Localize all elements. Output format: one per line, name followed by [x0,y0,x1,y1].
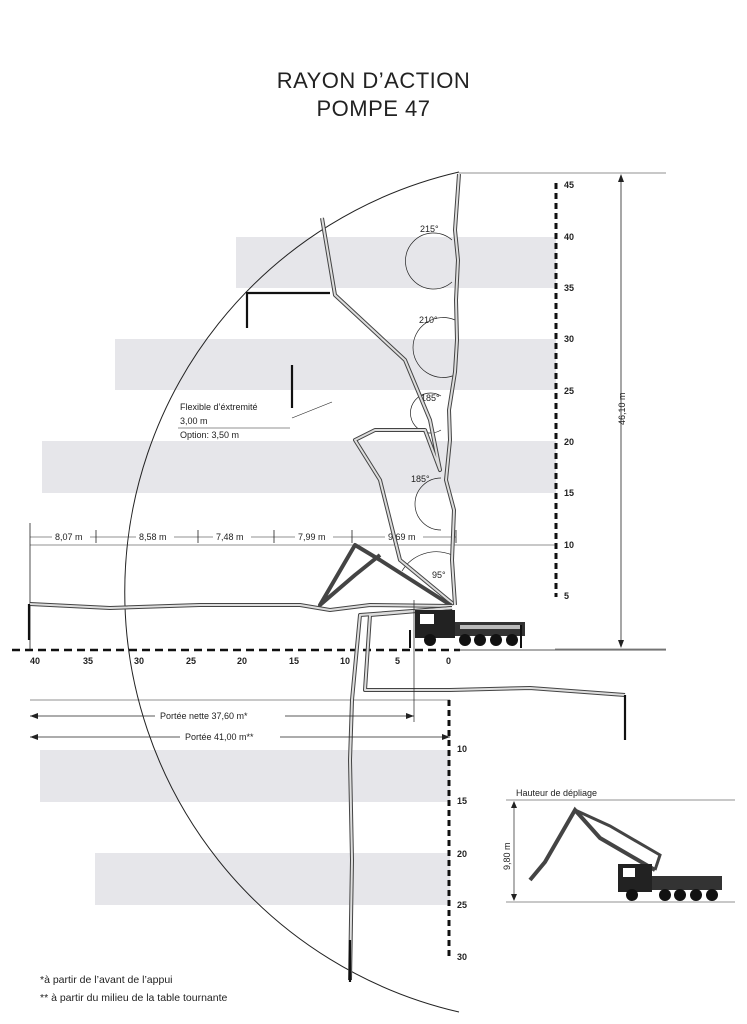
angle-label: 215° [420,224,439,234]
height-tick: 15 [564,488,574,498]
reach-tick: 15 [289,656,299,666]
depth-tick: 10 [457,744,467,754]
reach-tick: 30 [134,656,144,666]
unfolding-height-label: 9,80 m [502,842,512,870]
section-length-2: 8,58 m [139,532,167,542]
reach-circle [124,171,460,1013]
title-line-1: RAYON D’ACTION [276,68,471,93]
total-height-label: 46,10 m [617,392,627,425]
angle-label: 185° [421,393,440,403]
reach-tick: 35 [83,656,93,666]
height-scale: 45 40 35 30 25 20 15 10 5 [554,180,574,601]
boom-horizontal-inner [29,603,453,611]
depth-bands [40,750,450,905]
depth-tick: 20 [457,849,467,859]
reach-tick: 40 [30,656,40,666]
end-hose-line-1: Flexible d’éxtremité [180,402,258,412]
title-line-2: POMPE 47 [316,96,431,121]
height-tick: 20 [564,437,574,447]
end-hose-annotation: Flexible d’éxtremité 3,00 m Option: 3,50… [178,401,333,440]
height-tick: 30 [564,334,574,344]
reach-dimensions: Portée nette 37,60 m* Portée 41,00 m** [30,600,450,743]
depth-tick: 30 [457,952,467,962]
angle-label: 95° [432,570,446,580]
section-length-3: 7,48 m [216,532,244,542]
unfolding-inset: Hauteur de dépliage 9,80 m [502,788,735,903]
boom-folded-inner [321,217,453,604]
height-tick: 40 [564,232,574,242]
depth-tick: 25 [457,900,467,910]
depth-scale: 10 15 20 25 30 [447,700,467,962]
angle-label: 210° [419,315,438,325]
reach-tick: 20 [237,656,247,666]
reach-tick: 10 [340,656,350,666]
reach-tick: 25 [186,656,196,666]
total-reach-label: Portée 41,00 m** [185,732,254,742]
horizontal-scale: 40 35 30 25 20 15 10 5 0 [12,648,666,666]
section-length-5: 9,69 m [388,532,416,542]
footnote-2: ** à partir du milieu de la table tourna… [40,992,228,1004]
unfolding-title: Hauteur de dépliage [516,788,597,798]
height-tick: 45 [564,180,574,190]
boom-downward-inner [349,607,626,981]
boom-vertical-inner [445,173,460,606]
total-height-dimension: 46,10 m [617,174,627,648]
depth-tick: 15 [457,796,467,806]
section-lengths: 8,07 m 8,58 m 7,48 m 7,99 m 9,69 m [29,523,457,650]
height-tick: 5 [564,591,569,601]
boom-horizontal [29,543,454,612]
reach-tick: 0 [446,656,451,666]
angle-label: 185° [411,474,430,484]
end-hose-line-3: Option: 3,50 m [180,430,239,440]
end-hoses [27,291,627,982]
height-bands [42,237,556,493]
net-reach-label: Portée nette 37,60 m* [160,711,248,721]
angle-arcs [401,232,456,572]
section-length-4: 7,99 m [298,532,326,542]
reach-tick: 5 [395,656,400,666]
reference-lines [30,172,666,701]
truck [409,610,525,648]
footnote-1: *à partir de l’avant de l’appui [40,974,173,986]
height-tick: 10 [564,540,574,550]
height-tick: 35 [564,283,574,293]
end-hose-line-2: 3,00 m [180,416,208,426]
height-tick: 25 [564,386,574,396]
section-length-1: 8,07 m [55,532,83,542]
